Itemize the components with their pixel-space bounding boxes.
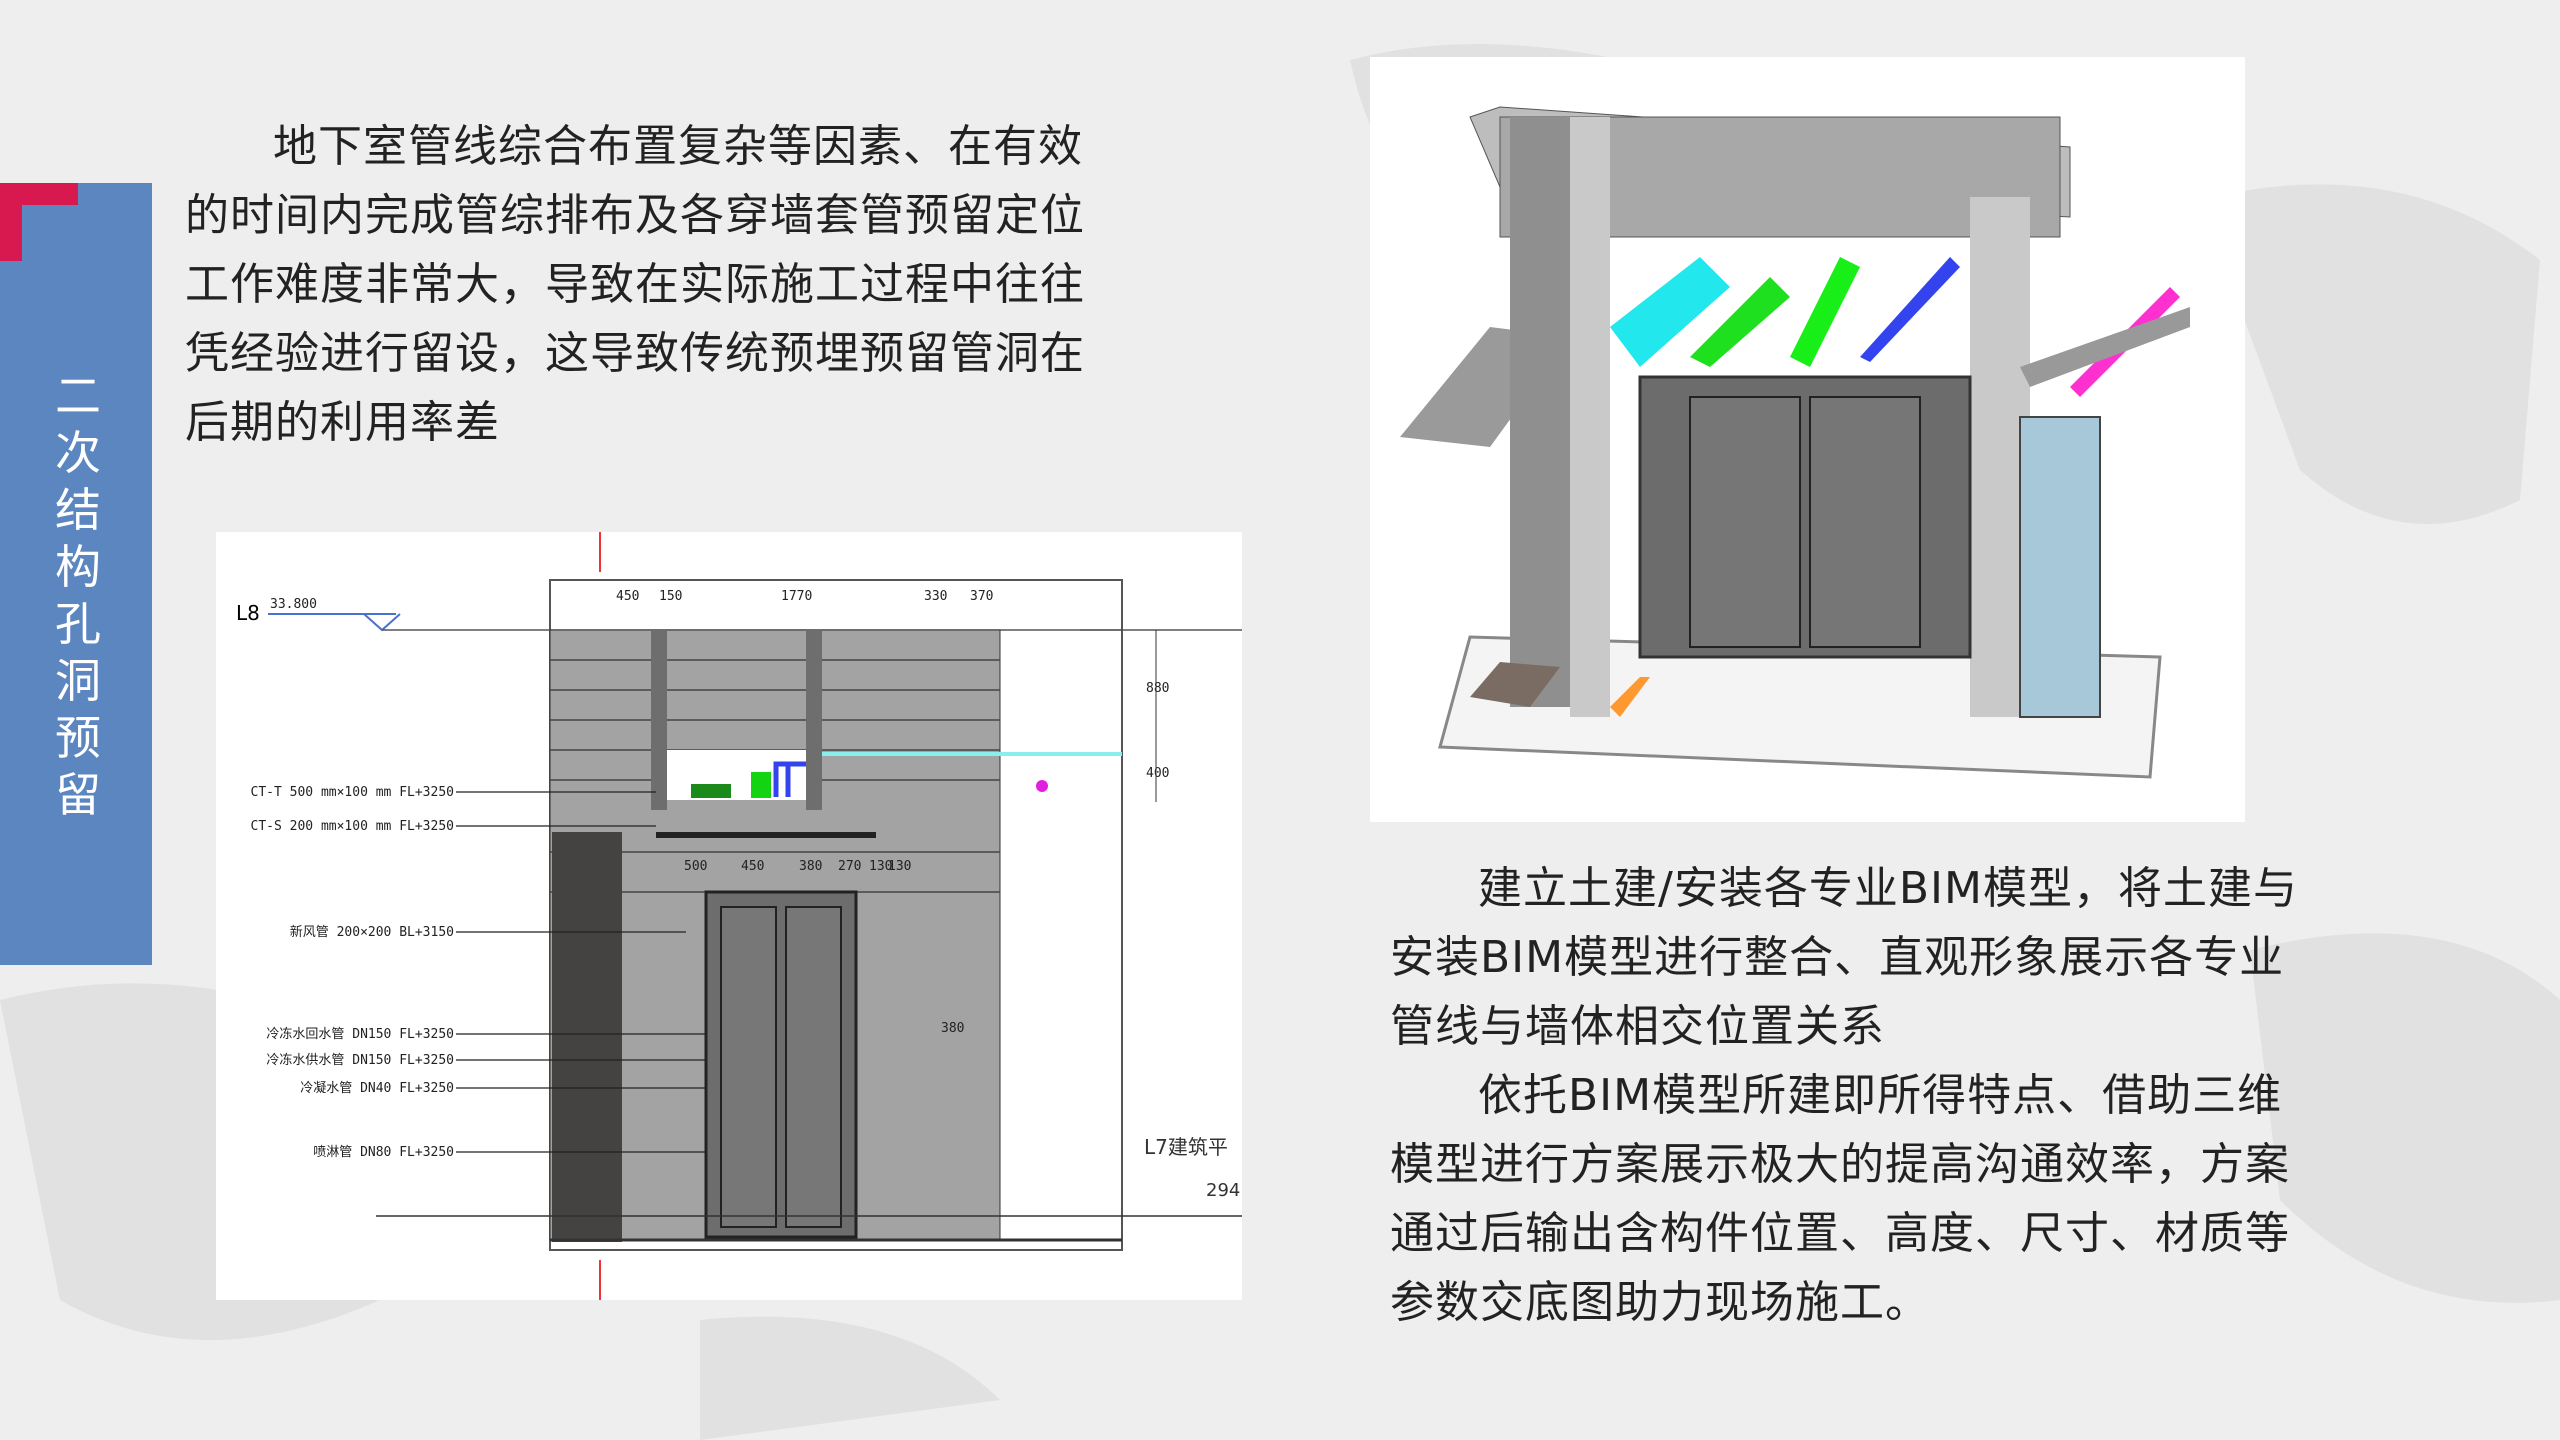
dim-inner-2: 450 — [741, 859, 764, 874]
pipe-label: CT-S 200 mm×100 mm FL+3250 — [251, 819, 455, 834]
section-tab — [0, 183, 152, 965]
pipe-label: 冷冻水回水管 DN150 FL+3250 — [266, 1026, 454, 1042]
bim-3d-model-image — [1370, 57, 2245, 822]
dim-inner-3: 380 — [799, 859, 822, 874]
intro-text: 地下室管线综合布置复杂等因素、在有效的时间内完成管综排布及各穿墙套管预留定位工作… — [185, 121, 1085, 448]
dim-top-4: 330 — [924, 589, 947, 604]
level-bottom-label: L7建筑平 — [1144, 1135, 1228, 1159]
bim-paragraph-2: 依托BIM模型所建即所得特点、借助三维模型进行方案展示极大的提高沟通效率，方案通… — [1390, 1070, 2290, 1328]
pipe-label: 冷冻水供水管 DN150 FL+3250 — [266, 1052, 454, 1068]
dim-inner-5: 130 — [869, 859, 892, 874]
pipe-label: 喷淋管 DN80 FL+3250 — [313, 1145, 454, 1160]
pipe-label: 新风管 200×200 BL+3150 — [290, 924, 454, 940]
pipe-label: CT-T 500 mm×100 mm FL+3250 — [251, 785, 455, 800]
dim-top-5: 370 — [970, 589, 993, 604]
bim-paragraph-1: 建立土建/安装各专业BIM模型，将土建与安装BIM模型进行整合、直观形象展示各专… — [1390, 863, 2298, 1052]
level-value: 33.800 — [270, 597, 317, 612]
dim-top-2: 150 — [659, 589, 682, 604]
dim-top-1: 450 — [616, 589, 639, 604]
level-bottom-value: 294 — [1206, 1180, 1240, 1201]
pipe-label: 冷凝水管 DN40 FL+3250 — [300, 1080, 454, 1096]
cad-elevation-drawing: L8 33.800 450 150 1770 330 370 880 400 5… — [216, 532, 1242, 1300]
section-title: 二次结构孔洞预留 — [55, 369, 101, 822]
dim-top-3: 1770 — [781, 589, 812, 604]
intro-paragraph: 地下室管线综合布置复杂等因素、在有效的时间内完成管综排布及各穿墙套管预留定位工作… — [185, 112, 1105, 457]
dim-side-1: 880 — [1146, 681, 1169, 696]
dim-inner-4: 270 — [838, 859, 861, 874]
bim-description: 建立土建/安装各专业BIM模型，将土建与安装BIM模型进行整合、直观形象展示各专… — [1390, 854, 2300, 1337]
dim-side-2: 400 — [1146, 766, 1169, 781]
accent-corner-vertical — [0, 183, 22, 261]
dim-inner-1: 500 — [684, 859, 707, 874]
dim-inner-6: 130 — [888, 859, 911, 874]
level-name: L8 — [236, 601, 260, 625]
dim-door: 380 — [941, 1021, 964, 1036]
